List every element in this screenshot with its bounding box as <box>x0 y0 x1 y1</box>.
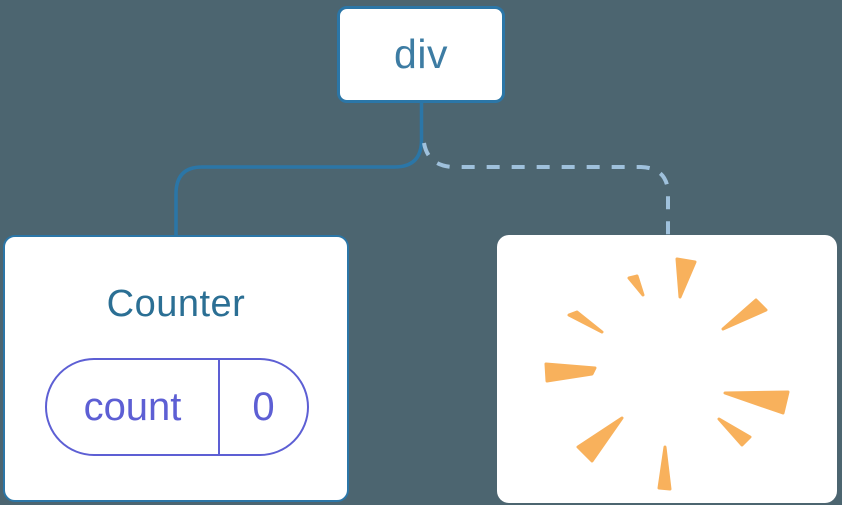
poof-starburst-icon <box>544 257 790 491</box>
state-pill: count 0 <box>45 358 309 456</box>
state-value: 0 <box>252 384 275 429</box>
root-node: div <box>337 6 505 103</box>
state-key-label: count <box>83 384 182 429</box>
edge-dashed-to-removed-node <box>422 142 670 235</box>
edge-solid-to-counter <box>174 103 424 235</box>
counter-node: Counter count 0 <box>3 235 349 502</box>
removed-node <box>497 235 837 503</box>
state-pill-divider <box>218 360 220 454</box>
counter-node-title: Counter <box>106 283 246 325</box>
root-node-label: div <box>394 31 448 77</box>
